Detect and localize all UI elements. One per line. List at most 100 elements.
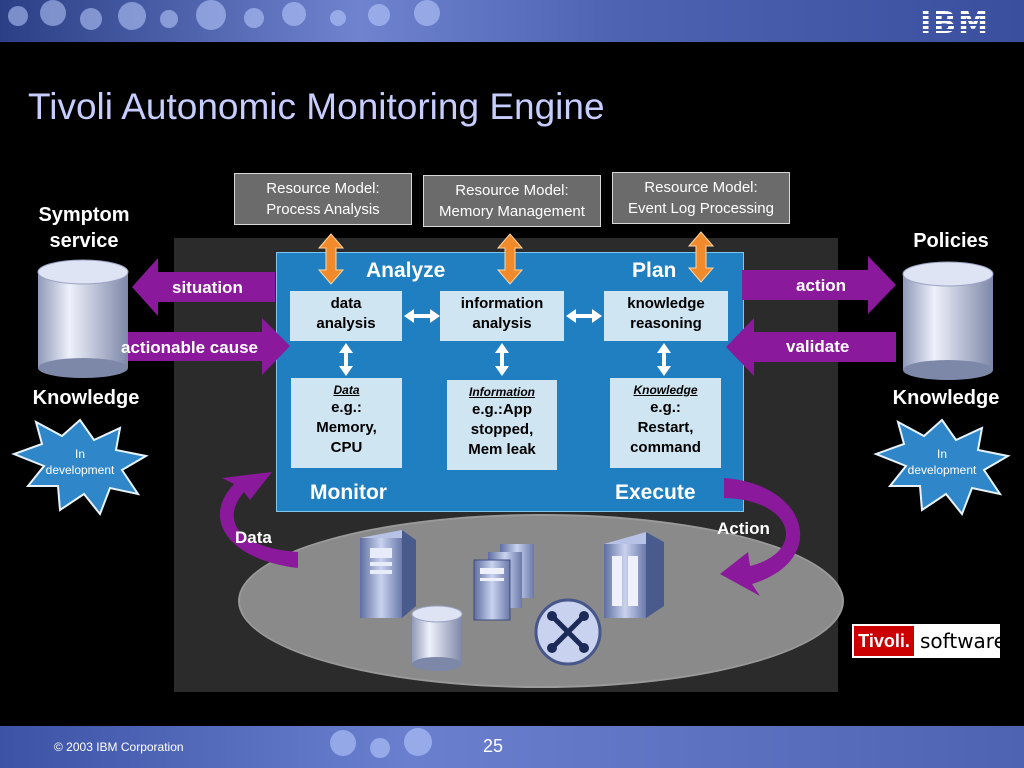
page-number: 25: [483, 736, 504, 756]
data-loop-label: Data: [235, 528, 272, 547]
actionable-cause-arrow: [120, 318, 290, 375]
database-cylinder-icon: [411, 605, 463, 671]
heading-line: Symptom: [38, 204, 130, 226]
process-line: reasoning: [630, 315, 702, 332]
situation-label: situation: [172, 278, 243, 297]
orange-double-arrow: [687, 231, 715, 283]
orange-double-arrow: [317, 233, 345, 285]
process-line: information: [460, 295, 544, 312]
badge-line: In: [936, 447, 947, 461]
decor-dot: [196, 0, 226, 30]
left-badge-text: In development: [30, 446, 130, 478]
knowledge-example-note: Knowledge e.g.: Restart, command: [610, 378, 721, 468]
left-knowledge-cylinder: [37, 259, 129, 378]
right-knowledge-cylinder: [902, 261, 994, 380]
process-box-knowledge-reasoning: knowledge reasoning: [604, 291, 728, 341]
white-vertical-arrow: [339, 343, 671, 376]
server-cluster-icon: [473, 544, 534, 621]
right-knowledge-label: Knowledge: [892, 387, 1000, 409]
decor-dot: [40, 0, 66, 26]
copyright: © 2003 IBM Corporation: [54, 740, 184, 754]
resource-model-process: Resource Model: Process Analysis: [234, 173, 412, 225]
note-heading: Knowledge: [633, 383, 698, 397]
action-label: action: [796, 276, 847, 295]
validate-arrow: [726, 318, 896, 376]
phase-execute: Execute: [615, 481, 696, 504]
symptom-service-heading: Symptom service: [22, 202, 146, 254]
decor-dot: [282, 2, 306, 26]
decor-dot: [160, 10, 178, 28]
badge-line: development: [45, 463, 115, 477]
orange-double-arrow: [496, 233, 524, 285]
note-line: e.g.:App: [472, 401, 532, 418]
phase-monitor: Monitor: [310, 481, 387, 504]
process-box-data-analysis: data analysis: [290, 291, 402, 341]
heading-line: service: [49, 230, 119, 252]
actionable-cause-label: actionable cause: [121, 338, 259, 357]
note-line: CPU: [330, 439, 363, 456]
resource-model-name: Event Log Processing: [628, 200, 774, 217]
software-wordmark: software: [920, 629, 1006, 653]
right-starburst-badge: [873, 418, 1011, 516]
note-line: e.g.:: [650, 399, 681, 416]
note-heading: Data: [333, 383, 360, 397]
network-router-icon: [534, 598, 602, 666]
resource-model-label: Resource Model:: [644, 179, 758, 196]
decor-dot: [404, 728, 432, 756]
server-tower-icon: [360, 530, 416, 618]
phase-analyze: Analyze: [366, 259, 446, 282]
resource-model-eventlog: Resource Model: Event Log Processing: [612, 172, 790, 224]
resource-model-name: Memory Management: [439, 203, 585, 220]
footer-bar: [0, 726, 1024, 768]
decor-dot: [368, 4, 390, 26]
left-knowledge-label: Knowledge: [32, 387, 140, 409]
note-line: Restart,: [637, 419, 694, 436]
note-line: e.g.:: [331, 399, 362, 416]
decor-dot: [330, 730, 356, 756]
tivoli-software-logo: Tivoli. software: [852, 624, 1006, 658]
process-line: knowledge: [627, 295, 705, 312]
data-example-note: Data e.g.: Memory, CPU: [291, 378, 402, 468]
policies-heading: Policies: [913, 230, 989, 252]
information-example-note: Information e.g.:App stopped, Mem leak: [447, 380, 557, 470]
badge-line: In: [74, 447, 85, 461]
page-title: Tivoli Autonomic Monitoring Engine: [28, 86, 605, 127]
note-line: stopped,: [470, 421, 534, 438]
process-box-information-analysis: information analysis: [440, 291, 564, 341]
decor-dot: [330, 10, 346, 26]
monitor-loop-arrow: [219, 472, 298, 568]
process-line: analysis: [472, 315, 532, 332]
managed-resources-ellipse: [238, 514, 844, 688]
server-rack-icon: [604, 532, 664, 618]
resource-model-name: Process Analysis: [266, 201, 380, 218]
resource-model-label: Resource Model:: [266, 180, 380, 197]
ibm-logo: IBM: [920, 6, 990, 41]
left-starburst-badge: [11, 418, 149, 516]
action-arrow: [742, 256, 896, 314]
decor-dot: [244, 8, 264, 28]
situation-arrow: [132, 258, 275, 316]
phase-plan: Plan: [632, 259, 677, 282]
process-line: analysis: [316, 315, 376, 332]
validate-label: validate: [786, 337, 850, 356]
note-line: command: [630, 439, 701, 456]
resource-model-memory: Resource Model: Memory Management: [423, 175, 601, 227]
decor-dot: [8, 6, 28, 26]
action-loop-label: Action: [717, 519, 770, 538]
white-double-arrow: [404, 309, 602, 323]
note-line: Memory,: [316, 419, 377, 436]
decor-dot: [118, 2, 146, 30]
resource-model-label: Resource Model:: [455, 182, 569, 199]
note-heading: Information: [469, 385, 535, 399]
tivoli-wordmark: Tivoli.: [854, 626, 914, 656]
note-line: Mem leak: [468, 441, 536, 458]
execute-loop-arrow: [720, 478, 801, 596]
badge-line: development: [907, 463, 977, 477]
decor-dot: [370, 738, 390, 758]
decor-dot: [414, 0, 440, 26]
decor-dot: [80, 8, 102, 30]
process-line: data: [330, 295, 362, 312]
header-bar: IBM: [0, 0, 1024, 42]
right-badge-text: In development: [892, 446, 992, 478]
